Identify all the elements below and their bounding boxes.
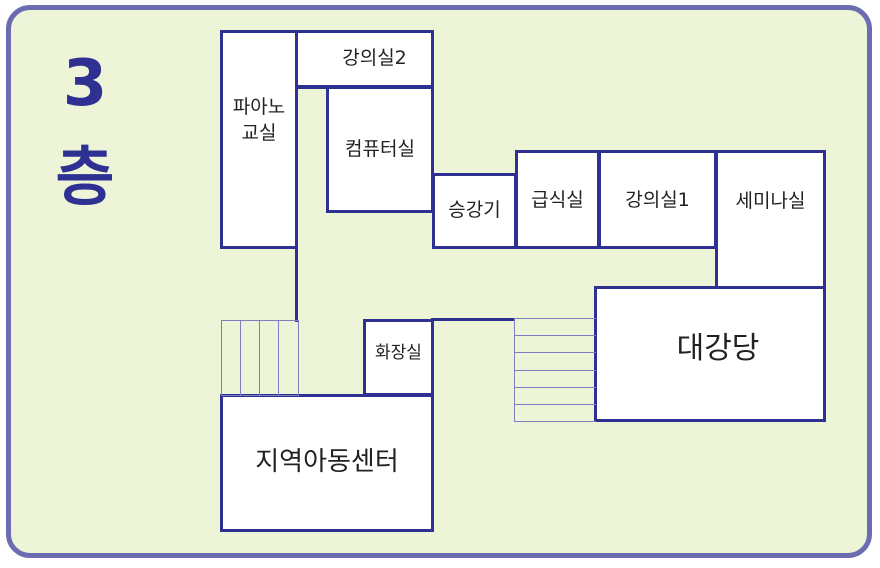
stair-step xyxy=(515,352,596,353)
room-lecture-2[interactable]: 강의실2 xyxy=(295,30,434,88)
floor-unit: 층 xyxy=(55,141,115,215)
room-cafeteria[interactable]: 급식실 xyxy=(515,150,600,249)
room-seminar[interactable]: 세미나실 xyxy=(715,150,826,289)
stair-step xyxy=(515,404,596,405)
stair-step xyxy=(515,370,596,371)
room-auditorium[interactable]: 대강당 xyxy=(594,286,826,422)
stair-step xyxy=(278,321,279,395)
stair-step xyxy=(240,321,241,395)
room-elevator[interactable]: 승강기 xyxy=(432,173,517,249)
wall-line xyxy=(295,246,298,322)
wall-line xyxy=(431,318,515,321)
floor-number: 3 xyxy=(62,47,108,121)
room-computer[interactable]: 컴퓨터실 xyxy=(326,86,434,213)
stairs-left xyxy=(221,320,299,396)
room-piano[interactable]: 파아노 교실 xyxy=(220,30,298,249)
stair-step xyxy=(515,335,596,336)
stairs-right xyxy=(514,318,596,422)
stair-step xyxy=(259,321,260,395)
room-childcare-center[interactable]: 지역아동센터 xyxy=(220,394,434,532)
room-lecture-1[interactable]: 강의실1 xyxy=(598,150,717,249)
room-restroom[interactable]: 화장실 xyxy=(363,319,434,396)
stair-step xyxy=(515,387,596,388)
